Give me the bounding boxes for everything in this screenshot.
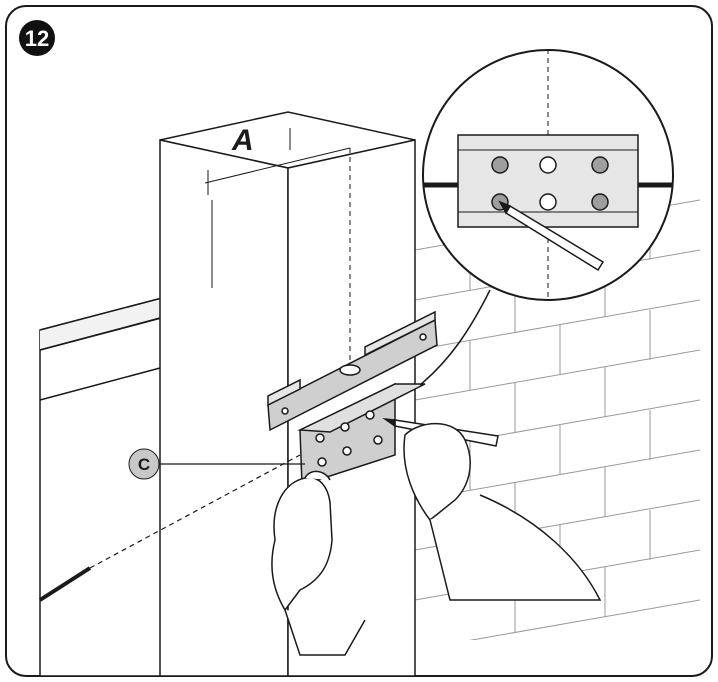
zoom-leader	[419, 289, 491, 386]
dimension-a	[204, 128, 351, 360]
zoom-detail	[422, 49, 674, 301]
callout-c-label: C	[138, 455, 150, 474]
callout-c: C	[128, 448, 305, 480]
step-badge-circle-icon	[19, 20, 55, 56]
step-badge: 12	[19, 20, 55, 56]
hand-right-icon	[403, 422, 602, 601]
step-number: 12	[25, 26, 49, 51]
bracket-c	[297, 382, 426, 487]
gate-axis-line	[38, 454, 301, 602]
hand-left-icon	[271, 470, 366, 656]
zoom-pencil-icon	[498, 200, 605, 272]
callout-c-circle-icon	[128, 448, 160, 480]
spirit-level-icon	[267, 310, 438, 432]
dimension-a-label: A	[231, 124, 254, 157]
